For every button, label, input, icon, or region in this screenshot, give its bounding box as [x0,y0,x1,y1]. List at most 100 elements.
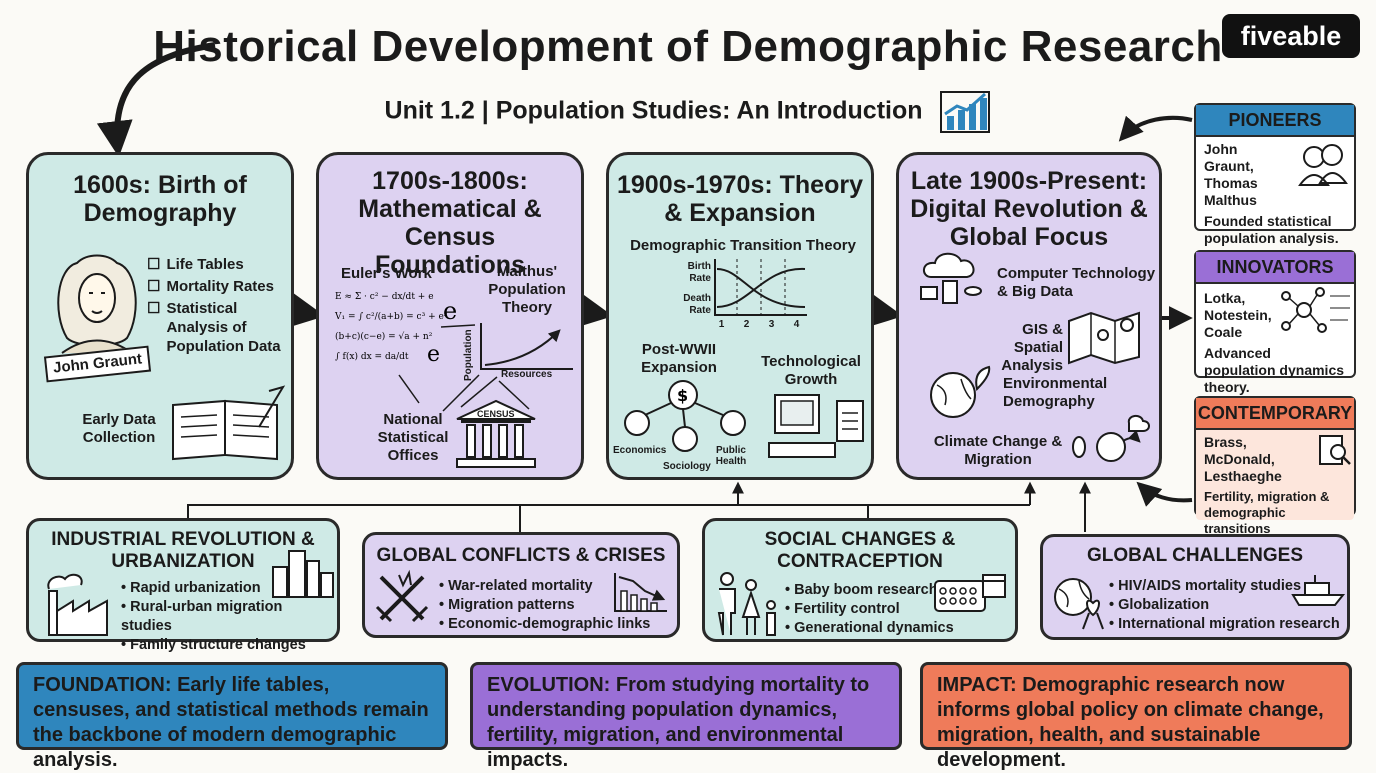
census-building-icon [456,399,536,468]
era-modern-heading: Late 1900s-Present: Digital Revolution &… [910,167,1148,251]
svg-text:E ≈ Σ · c² − dx/dt + e: E ≈ Σ · c² − dx/dt + e [335,292,434,302]
postwar-label: Post-WWII Expansion [641,341,717,376]
list-item: HIV/AIDS mortality studies [1109,577,1340,596]
census-label: CENSUS [477,409,515,419]
cloud-database-icon [920,252,982,304]
list-item: Rapid urbanization [121,579,337,598]
list-item: Family structure changes [121,636,337,655]
birth-rate-label: Birth Rate [687,261,711,284]
innovators-heading: INNOVATORS [1196,252,1354,284]
evolution-label: EVOLUTION: [487,674,611,696]
environmental-label: Environmental Demography [1003,375,1108,410]
network-nodes-icon [1281,287,1350,333]
era-1600s-heading: 1600s: Birth of Demography [73,171,247,227]
era-1600s-list: ☐Life Tables ☐Mortality Rates ☐Statistic… [147,255,293,356]
bust-statue-icon [1298,144,1348,186]
open-book-icon [172,385,286,461]
dtt-label: Demographic Transition Theory [630,237,856,254]
climate-label: Climate Change & Migration [933,433,1063,468]
bar-chart-icon [940,91,991,133]
era-1700s-panel: 1700s-1800s: Mathematical & Census Found… [316,152,584,480]
influence-social-heading: SOCIAL CHANGES & CONTRACEPTION [764,529,956,572]
contemporary-desc: Fertility, migration & demographic trans… [1204,489,1330,536]
transition-graph-icon [714,259,807,316]
influence-global-heading: GLOBAL CHALLENGES [1086,545,1304,566]
list-item: ☐Mortality Rates [147,278,274,295]
era-1700s-connectors [398,324,530,412]
foundation-text: Early life tables, censuses, and statist… [33,674,429,771]
list-item: International migration research [1109,615,1340,634]
innovators-box: INNOVATORS Lotka, Notestein, Coale Advan… [1194,250,1356,395]
influence-industrial-list: Rapid urbanization Rural-urban migration… [121,579,337,655]
pioneers-heading: PIONEERS [1196,105,1354,137]
era-modern-panel: Late 1900s-Present: Digital Revolution &… [896,152,1162,480]
influence-conflicts-panel: GLOBAL CONFLICTS & CRISES War-related mo… [362,532,680,638]
list-item: Globalization [1109,596,1340,615]
formulas-icon: E ≈ Σ · c² − dx/dt + e V₁ = ∫ c²/(a+b) =… [334,292,457,367]
influence-social-panel: SOCIAL CHANGES & CONTRACEPTION Baby boom… [702,518,1018,642]
svg-text:e: e [427,342,440,367]
city-skyline-icon [272,550,334,598]
early-data-label: Early Data Collection [82,411,156,446]
influence-social-list: Baby boom research Fertility control Gen… [785,581,954,638]
document-magnifier-icon [1319,435,1351,465]
impact-text: Demographic research now informs global … [937,674,1324,771]
innovators-names: Lotka, Notestein, Coale [1204,290,1272,340]
era-1700s-heading: 1700s-1800s: Mathematical & Census Found… [358,167,542,279]
field-sociology-label: Sociology [663,461,711,472]
euler-label: Euler's Work [341,265,432,282]
crossed-swords-icon [375,569,429,623]
list-item: Baby boom research [785,581,954,600]
death-rate-label: Death Rate [683,293,711,316]
stage-number: 2 [743,319,750,330]
pioneers-box: PIONEERS John Graunt, Thomas Malthus Fou… [1194,103,1356,246]
contemporary-body: Brass, McDonald, Lesthaeghe Fertility, m… [1196,430,1354,536]
foundation-box: FOUNDATION: Early life tables, censuses,… [16,662,448,771]
influence-global-panel: GLOBAL CHALLENGES HIV/AIDS mortality stu… [1040,534,1350,640]
checkbox-icon: ☐ [147,256,161,273]
stage-number: 3 [768,319,775,330]
pioneers-body: John Graunt, Thomas Malthus Founded stat… [1196,137,1354,251]
tech-growth-label: Technological Growth [761,353,861,388]
globe-leaf-icon [930,365,991,418]
list-item: War-related mortality [439,577,650,596]
svg-text:(b+c)(c−e) = √a + n²: (b+c)(c−e) = √a + n² [335,331,433,342]
family-icon [717,572,776,636]
svg-text:∫ f(x) dx = da/dt: ∫ f(x) dx = da/dt [335,351,409,362]
fields-network-icon: $ [624,380,746,452]
checkbox-icon: ☐ [147,300,161,317]
map-icon [1068,311,1140,365]
list-item: Rural-urban migration studies [121,598,337,636]
pioneers-desc: Founded statistical population analysis. [1204,213,1339,246]
influence-global-list: HIV/AIDS mortality studies Globalization… [1109,577,1340,634]
evolution-box: EVOLUTION: From studying mortality to un… [470,662,902,771]
computer-tech-label: Computer Technology & Big Data [997,265,1156,300]
gis-label: GIS & Spatial Analysis [1001,321,1063,374]
foundation-label: FOUNDATION: [33,674,172,696]
era-1600s-panel: 1600s: Birth of Demography John Graunt ☐… [26,152,294,480]
contemporary-names: Brass, McDonald, Lesthaeghe [1204,434,1282,484]
malthus-label: Malthus' Population Theory [488,263,566,316]
list-item: Economic-demographic links [439,615,650,634]
declining-chart-icon [614,573,667,612]
page-title: Historical Development of Demographic Re… [153,22,1223,71]
influence-industrial-heading: INDUSTRIAL REVOLUTION & URBANIZATION [51,529,315,572]
stage-number: 4 [793,319,800,330]
influence-conflicts-heading: GLOBAL CONFLICTS & CRISES [376,545,666,566]
list-item: Migration patterns [439,596,650,615]
field-economics-label: Economics [613,445,667,456]
era-1900s-panel: 1900s-1970s: Theory & Expansion Demograp… [606,152,874,480]
era-1900s-heading: 1900s-1970s: Theory & Expansion [617,171,863,227]
migration-footprint-icon [1072,415,1150,462]
innovators-body: Lotka, Notestein, Coale Advanced populat… [1196,284,1354,400]
list-item: ☐Life Tables [147,256,244,273]
fiveable-logo: fiveable [1222,14,1360,58]
factory-icon [47,573,108,636]
list-item: Generational dynamics [785,619,954,638]
john-graunt-portrait-icon [57,254,137,354]
axis-resources-label: Resources [501,369,553,380]
stage-numbers: 1 2 3 4 [709,319,809,330]
impact-label: IMPACT: [937,674,1017,696]
ship-icon [1291,575,1346,606]
national-offices-label: National Statistical Offices [377,411,449,464]
